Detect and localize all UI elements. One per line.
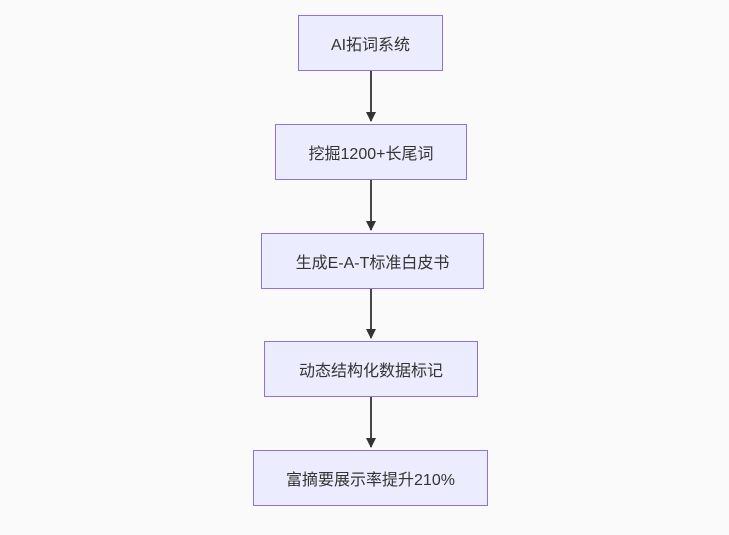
node-generate-eat-standard-whitepaper: 生成E-A-T标准白皮书 (261, 233, 484, 289)
node-ai-word-expansion-system: AI拓词系统 (298, 15, 443, 71)
node-mine-1200-longtail-keywords: 挖掘1200+长尾词 (275, 124, 467, 180)
node-dynamic-structured-data-markup: 动态结构化数据标记 (264, 341, 478, 397)
node-rich-snippet-rate-up-210pct: 富摘要展示率提升210% (253, 450, 488, 506)
